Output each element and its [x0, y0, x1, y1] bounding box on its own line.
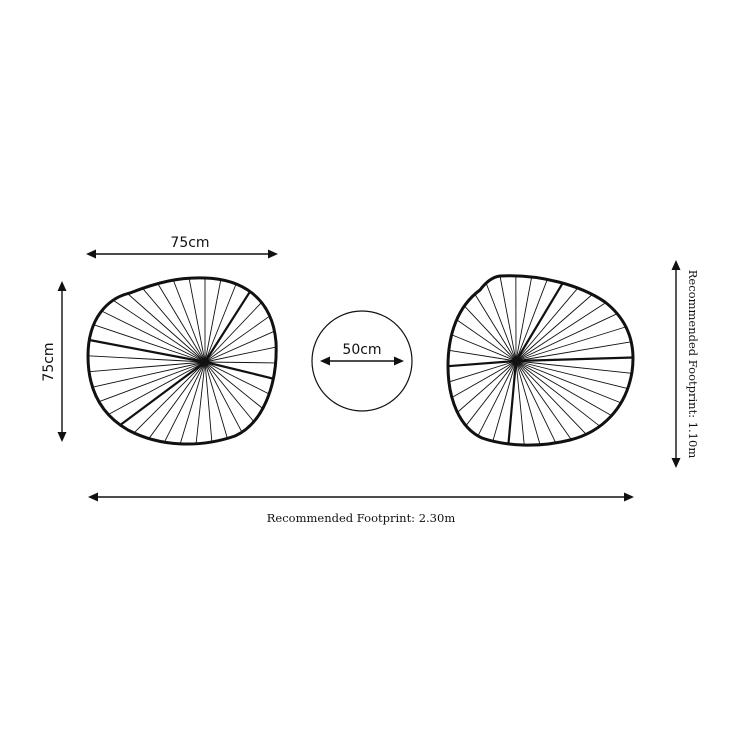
chair-spoke — [515, 360, 632, 374]
chair-spoke — [195, 361, 206, 444]
chair-width-arrow-right — [268, 249, 278, 259]
chair-spoke — [98, 361, 206, 403]
chair-spoke — [148, 361, 206, 439]
chair-spoke — [133, 361, 206, 434]
chair-spoke — [465, 360, 517, 426]
footprint-depth-arrow-bottom — [671, 458, 681, 468]
left-chair-spokes — [87, 278, 277, 444]
chair-depth-dimension: 75cm — [41, 281, 67, 442]
chair-spoke — [451, 360, 517, 398]
left-egg-chair — [86, 276, 278, 446]
chair-spoke — [457, 360, 517, 413]
chair-spoke — [112, 299, 206, 363]
chair-spoke — [474, 293, 517, 362]
chair-spoke — [204, 361, 228, 439]
chair-spoke — [515, 294, 593, 362]
chair-spoke — [492, 360, 517, 442]
chair-spoke — [515, 282, 564, 362]
right-chair-hub — [512, 357, 520, 365]
chair-spoke — [119, 361, 206, 426]
chair-spoke — [163, 361, 206, 443]
chair-spoke — [515, 326, 626, 362]
chair-spoke — [515, 276, 533, 362]
footprint-depth-arrow-top — [671, 260, 681, 270]
chair-width-label: 75cm — [170, 235, 209, 251]
table-diameter-arrow-left — [320, 356, 330, 366]
footprint-depth-dimension: Recommended Footprint: 1.10m — [671, 260, 700, 468]
chair-spoke — [515, 360, 622, 404]
chair-spoke — [204, 360, 274, 380]
chair-spoke — [515, 287, 579, 362]
chair-spoke — [515, 360, 628, 389]
table-diameter-arrow-right — [394, 356, 404, 366]
chair-spoke — [127, 293, 206, 363]
chair-depth-arrow-top — [57, 281, 67, 291]
chair-spoke — [515, 313, 618, 362]
chair-spoke — [157, 283, 206, 363]
chair-spoke — [101, 310, 206, 363]
chair-spoke — [204, 290, 251, 363]
chair-spoke — [515, 341, 632, 362]
chair-spoke — [515, 360, 525, 446]
chair-spoke — [515, 360, 601, 427]
chair-spoke — [89, 361, 206, 373]
chair-spoke — [93, 324, 206, 363]
footprint-depth-label: Recommended Footprint: 1.10m — [686, 270, 700, 459]
chair-depth-arrow-bottom — [57, 432, 67, 442]
footprint-width-label: Recommended Footprint: 2.30m — [267, 511, 456, 525]
chair-spoke — [515, 356, 634, 363]
right-egg-chair — [446, 274, 635, 447]
chair-spoke — [515, 302, 607, 362]
chair-spoke — [451, 334, 517, 362]
left-chair-hub — [201, 358, 209, 366]
chair-spoke — [464, 305, 517, 362]
footprint-width-arrow-left — [88, 492, 98, 502]
chair-spoke — [499, 275, 517, 362]
chair-spoke — [485, 282, 517, 362]
chair-spoke — [515, 360, 572, 440]
chair-spoke — [92, 361, 206, 388]
chair-spoke — [447, 359, 517, 368]
footprint-width-arrow-right — [624, 492, 634, 502]
chair-spoke — [204, 279, 222, 363]
side-table: 50cm — [311, 310, 413, 412]
chair-spoke — [204, 361, 276, 364]
chair-spoke — [87, 355, 206, 363]
chair-width-arrow-left — [86, 249, 96, 259]
chair-spoke — [448, 360, 517, 383]
chair-width-dimension: 75cm — [86, 235, 278, 259]
right-chair-spokes — [447, 275, 634, 446]
chair-spoke — [204, 315, 270, 363]
chair-spoke — [515, 360, 587, 435]
chair-spoke — [204, 361, 255, 422]
footprint-width-dimension: Recommended Footprint: 2.30m — [88, 492, 634, 525]
chair-spoke — [204, 361, 213, 442]
chair-spoke — [204, 346, 277, 363]
chair-spoke — [108, 361, 206, 415]
chair-spoke — [179, 361, 206, 444]
chair-spoke — [515, 279, 548, 362]
table-diameter-label: 50cm — [342, 342, 381, 358]
chair-spoke — [204, 283, 237, 363]
chair-spoke — [188, 278, 206, 363]
chair-depth-label: 75cm — [41, 342, 57, 381]
chair-spoke — [204, 361, 243, 433]
chair-spoke — [477, 360, 517, 437]
chair-spoke — [204, 302, 262, 363]
chair-spoke — [204, 330, 275, 363]
chair-spoke — [172, 279, 206, 363]
chair-spoke — [204, 361, 270, 395]
chair-spoke — [456, 319, 517, 362]
chair-spoke — [515, 360, 541, 445]
chair-spoke — [507, 360, 518, 445]
chair-spoke — [142, 288, 206, 363]
chair-spoke — [515, 360, 557, 444]
chair-spoke — [515, 360, 612, 417]
chair-spoke — [204, 361, 264, 409]
chair-spoke — [448, 349, 517, 362]
chair-spoke — [89, 338, 206, 364]
